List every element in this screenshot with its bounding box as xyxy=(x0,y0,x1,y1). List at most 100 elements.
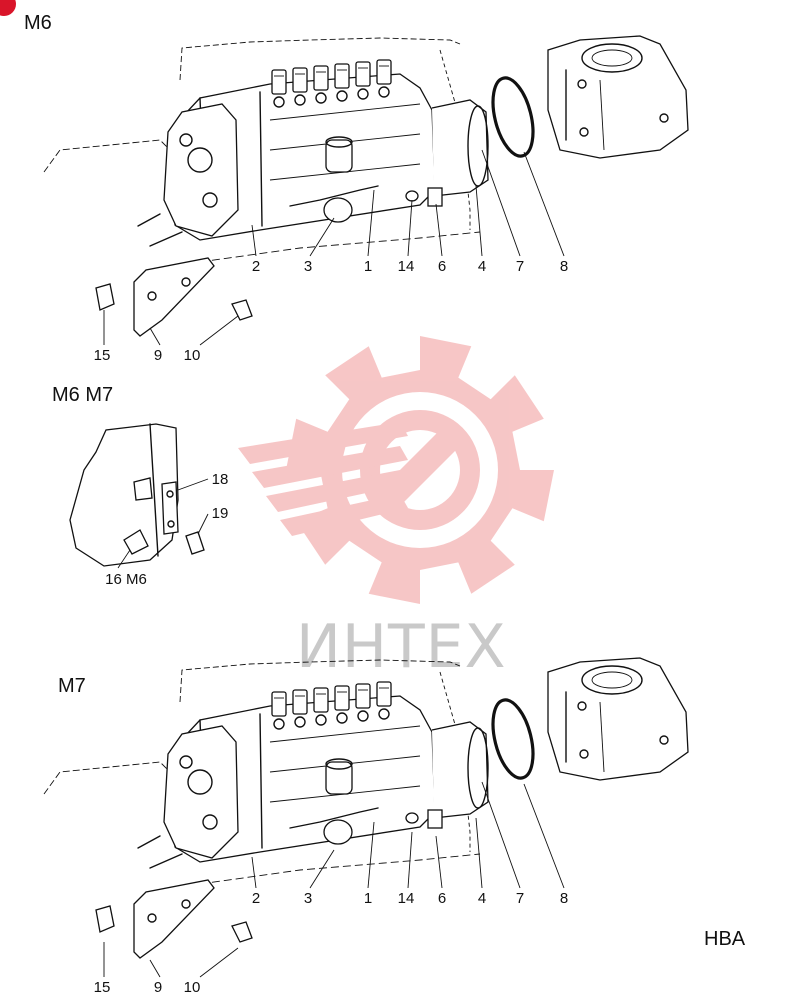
adaptor-stud xyxy=(659,113,669,123)
governor-detail-housing xyxy=(69,423,179,567)
valve-base xyxy=(273,96,285,108)
callout-number: 16 M6 xyxy=(105,571,147,588)
bolt-10 xyxy=(231,299,253,321)
bracket-hole xyxy=(181,899,191,909)
bolt-10 xyxy=(231,921,253,943)
delivery-valve-holder xyxy=(355,683,371,709)
adaptor-bore-inner xyxy=(591,671,633,689)
leader-line xyxy=(177,478,209,491)
callout-number: 15 xyxy=(94,347,111,364)
callout-number: 19 xyxy=(212,505,229,522)
adaptor-stud xyxy=(579,127,589,137)
section-label-m7: M7 xyxy=(58,675,86,697)
section-label-m6-m7: M6 M7 xyxy=(52,384,114,406)
valve-base xyxy=(273,718,285,730)
adaptor-bore xyxy=(581,665,643,695)
delivery-valve-holder xyxy=(313,687,329,713)
leader-line xyxy=(475,817,483,889)
bracket-bolt-6 xyxy=(427,809,443,829)
valve-base xyxy=(378,708,390,720)
leader-line xyxy=(149,959,161,978)
engine-block-top xyxy=(179,659,461,703)
leader-line xyxy=(367,189,375,257)
callout-number: 6 xyxy=(438,890,446,907)
engine-block-right xyxy=(439,671,471,852)
engine-block-right xyxy=(439,49,471,230)
speed-stripe xyxy=(238,422,408,464)
leader-line xyxy=(523,783,565,889)
bracket-hole xyxy=(147,291,157,301)
adaptor-stud xyxy=(659,735,669,745)
wrench-shape xyxy=(380,430,458,508)
adaptor-bore xyxy=(581,43,643,73)
o-ring xyxy=(491,698,535,780)
pump-body-rib xyxy=(269,725,421,743)
callout-number: 15 xyxy=(94,979,111,996)
leader-line xyxy=(481,781,521,889)
leader-line xyxy=(475,185,483,257)
timer-housing xyxy=(431,99,489,197)
timer-flange xyxy=(467,105,489,187)
valve-base xyxy=(294,716,306,728)
adaptor-stud xyxy=(579,749,589,759)
governor-housing xyxy=(163,103,239,237)
nut-14 xyxy=(405,190,419,202)
pump-body-edge xyxy=(259,713,263,849)
o-ring xyxy=(491,76,535,158)
callout-number: 18 xyxy=(212,471,229,488)
callouts-detail: 18 19 16 M6 xyxy=(105,471,228,588)
governor-boss xyxy=(179,755,193,769)
leader-line xyxy=(367,821,375,889)
adaptor-stud xyxy=(577,79,587,89)
leader-line xyxy=(523,151,565,257)
delivery-valve-holder xyxy=(334,685,350,711)
callout-number: 2 xyxy=(252,258,260,275)
leader-line xyxy=(407,831,413,889)
engine-block-top xyxy=(179,37,461,81)
pump-body-rib xyxy=(269,103,421,121)
engine-block-left xyxy=(43,139,171,173)
support-bracket xyxy=(133,879,215,959)
valve-base xyxy=(378,86,390,98)
nut-14 xyxy=(405,812,419,824)
bracket-hole xyxy=(147,913,157,923)
callout-number: 4 xyxy=(478,890,486,907)
nut-15 xyxy=(95,905,115,933)
fuel-pipe xyxy=(289,185,379,207)
bracket-bolt-6 xyxy=(427,187,443,207)
governor-boss xyxy=(179,133,193,147)
callout-number: 8 xyxy=(560,258,568,275)
link-plate-18 xyxy=(161,481,179,535)
callout-number: 14 xyxy=(398,258,415,275)
delivery-valve-holder xyxy=(271,69,287,95)
engine-block-left xyxy=(43,761,171,795)
adaptor-edge xyxy=(599,701,605,773)
fuel-filter xyxy=(325,139,353,173)
leader-line xyxy=(251,856,257,889)
diagram-code: HBA xyxy=(704,928,746,950)
bracket-hole xyxy=(181,277,191,287)
adaptor-housing xyxy=(547,35,689,159)
delivery-valve-holder xyxy=(313,65,329,91)
leader-line xyxy=(435,203,443,257)
callout-number: 6 xyxy=(438,258,446,275)
valve-base xyxy=(336,712,348,724)
callout-number: 3 xyxy=(304,258,312,275)
adaptor-stud xyxy=(577,701,587,711)
adaptor-edge xyxy=(599,79,605,151)
hand-primer xyxy=(323,197,353,223)
detail-m6-m7 xyxy=(69,423,205,567)
leader-line xyxy=(407,199,413,257)
leader-line xyxy=(149,327,161,346)
delivery-valve-holder xyxy=(271,691,287,717)
valve-base xyxy=(315,92,327,104)
leader-line xyxy=(199,947,239,978)
governor-housing xyxy=(163,725,239,859)
delivery-valve-holder xyxy=(292,689,308,715)
valve-base xyxy=(357,710,369,722)
clip-16 xyxy=(123,529,149,555)
callout-number: 10 xyxy=(184,347,201,364)
delivery-valve-holder xyxy=(355,61,371,87)
watermark-text: ИНТЕХ xyxy=(296,612,507,682)
